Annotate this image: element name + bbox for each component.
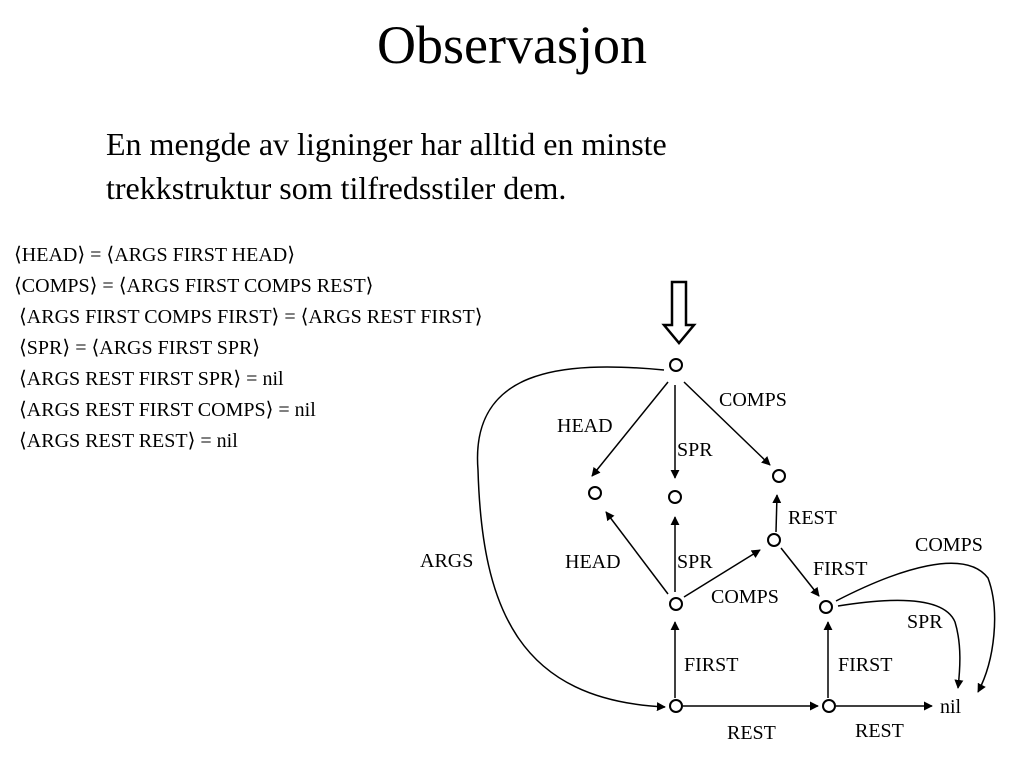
slide-body-text: En mengde av ligninger har alltid en min… <box>106 122 986 210</box>
label-rest-rest: REST <box>855 720 904 742</box>
label-first-spr: SPR <box>677 551 713 573</box>
slide-title: Observasjon <box>377 15 647 75</box>
entry-arrow <box>661 280 697 345</box>
body-line-2: trekkstruktur som tilfredsstiler dem. <box>106 170 567 206</box>
node-root <box>669 358 683 372</box>
label-args-first: FIRST <box>684 654 738 676</box>
edge-first-head <box>605 511 669 595</box>
edge-first-comps <box>683 549 761 598</box>
node-comps-rest <box>767 533 781 547</box>
equation-7: ⟨ARGS REST REST⟩ = nil <box>14 430 238 452</box>
node-comps-list <box>772 469 786 483</box>
label-args: ARGS <box>420 550 473 572</box>
equation-list: ⟨HEAD⟩ = ⟨ARGS FIRST HEAD⟩ ⟨COMPS⟩ = ⟨AR… <box>14 240 483 457</box>
label-root-comps: COMPS <box>719 389 787 411</box>
equation-6: ⟨ARGS REST FIRST COMPS⟩ = nil <box>14 399 316 421</box>
edge-root-comps <box>683 381 771 466</box>
edge-second-comps <box>835 562 996 693</box>
equation-1: ⟨HEAD⟩ = ⟨ARGS FIRST HEAD⟩ <box>14 244 296 266</box>
edge-root-head <box>591 381 669 477</box>
label-rest-first: FIRST <box>838 654 892 676</box>
label-second-comps: COMPS <box>915 534 983 556</box>
edge-comps-rest <box>772 494 782 533</box>
node-spr-value <box>668 490 682 504</box>
node-args-rest <box>822 699 836 713</box>
label-first-comps: COMPS <box>711 586 779 608</box>
node-args <box>669 699 683 713</box>
equation-3: ⟨ARGS FIRST COMPS FIRST⟩ = ⟨ARGS REST FI… <box>14 306 483 328</box>
equation-5: ⟨ARGS REST FIRST SPR⟩ = nil <box>14 368 284 390</box>
edge-second-spr <box>837 599 964 689</box>
node-args-first <box>669 597 683 611</box>
label-second-spr: SPR <box>907 611 943 633</box>
body-line-1: En mengde av ligninger har alltid en min… <box>106 126 667 162</box>
equation-2: ⟨COMPS⟩ = ⟨ARGS FIRST COMPS REST⟩ <box>14 275 374 297</box>
label-root-spr: SPR <box>677 439 713 461</box>
node-args-rest-first <box>819 600 833 614</box>
label-comps-first: FIRST <box>813 558 867 580</box>
label-nil: nil <box>940 696 962 718</box>
node-head-value <box>588 486 602 500</box>
label-root-head: HEAD <box>557 415 613 437</box>
label-args-rest: REST <box>727 722 776 744</box>
label-first-head: HEAD <box>565 551 621 573</box>
edge-args <box>476 366 666 712</box>
equation-4: ⟨SPR⟩ = ⟨ARGS FIRST SPR⟩ <box>14 337 261 359</box>
label-comps-rest: REST <box>788 507 837 529</box>
edge-comps-first <box>780 547 820 597</box>
